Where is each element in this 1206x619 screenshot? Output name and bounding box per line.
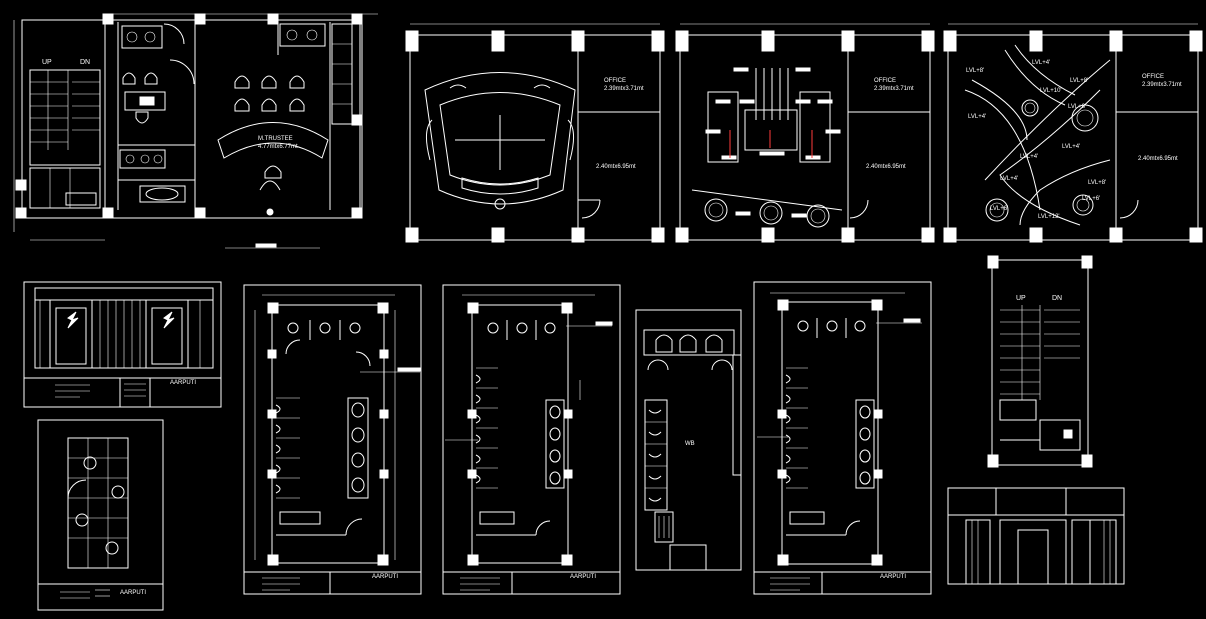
floor-plan-trustee-office: UP DN M.TRUSTEE 4.77mtx6.77mt xyxy=(13,13,378,249)
ceiling-level-label: LVL+4' xyxy=(968,114,986,120)
ceiling-plan-2: OFFICE 2.39mtx3.71mt 2.40mtx6.95mt xyxy=(675,23,935,243)
ceiling-level-label: LVL+4' xyxy=(1062,144,1080,150)
ceiling-plan-levels: OFFICE 2.39mtx3.71mt 2.40mtx6.95mt LVL+8… xyxy=(943,23,1203,243)
ceiling-level-label: LVL+4' xyxy=(1020,154,1038,160)
stair-down-label-2: DN xyxy=(1052,295,1062,302)
stair-up-label: UP xyxy=(42,59,52,66)
ceiling-level-label: LVL+8' xyxy=(1088,180,1106,186)
ceiling-plan-1: OFFICE 2.39mtx3.71mt 2.40mtx6.95mt xyxy=(405,23,665,243)
office-size-3: 2.39mtx3.71mt xyxy=(874,86,914,92)
title-block-firm-2: AARPUTI xyxy=(120,590,146,596)
ceiling-level-label: LVL+10' xyxy=(1040,88,1062,94)
room-size-2: 2.40mtx6.95mt xyxy=(596,164,636,170)
title-block-firm-5: AARPUTI xyxy=(880,574,906,580)
ceiling-level-label: LVL+8' xyxy=(966,68,984,74)
ceiling-level-label: LVL+8' xyxy=(1068,104,1086,110)
title-block-firm-1: AARPUTI xyxy=(170,380,196,386)
ceiling-level-label: LVL+4' xyxy=(1000,176,1018,182)
ceiling-level-label: LVL+6' xyxy=(1082,196,1100,202)
trustee-room-size: 4.77mtx6.77mt xyxy=(258,144,298,150)
office-size-4: 2.39mtx3.71mt xyxy=(1142,82,1182,88)
room-size-4: 2.40mtx6.95mt xyxy=(1138,156,1178,162)
ceiling-level-label: LVL+4' xyxy=(1032,60,1050,66)
room-size-3: 2.40mtx6.95mt xyxy=(866,164,906,170)
toilet-block-sheet-b: AARPUTI xyxy=(442,284,621,595)
washroom-label: WB xyxy=(685,441,695,447)
title-block-firm-4: AARPUTI xyxy=(570,574,596,580)
ceiling-level-label: LVL+8' xyxy=(1070,78,1088,84)
ceiling-level-label: LVL+6' xyxy=(990,206,1008,212)
office-label-4: OFFICE xyxy=(1142,74,1164,80)
washroom-plan: WB xyxy=(635,309,742,571)
elevation-right xyxy=(947,487,1125,585)
title-block-firm-3: AARPUTI xyxy=(372,574,398,580)
toilet-block-sheet-c: AARPUTI xyxy=(753,281,932,595)
elevation-panel: AARPUTI xyxy=(23,281,222,408)
office-label-2: OFFICE xyxy=(604,78,626,84)
stair-down-label: DN xyxy=(80,59,90,66)
toilet-block-sheet-a: AARPUTI xyxy=(243,284,422,595)
office-size-2: 2.39mtx3.71mt xyxy=(604,86,644,92)
trustee-room-label: M.TRUSTEE xyxy=(258,136,293,142)
stair-up-label-2: UP xyxy=(1016,295,1026,302)
office-label-3: OFFICE xyxy=(874,78,896,84)
toilet-tile-plan: AARPUTI xyxy=(37,419,164,611)
ceiling-level-label: LVL+12' xyxy=(1038,214,1060,220)
stair-plan-2: UP DN xyxy=(987,255,1093,468)
